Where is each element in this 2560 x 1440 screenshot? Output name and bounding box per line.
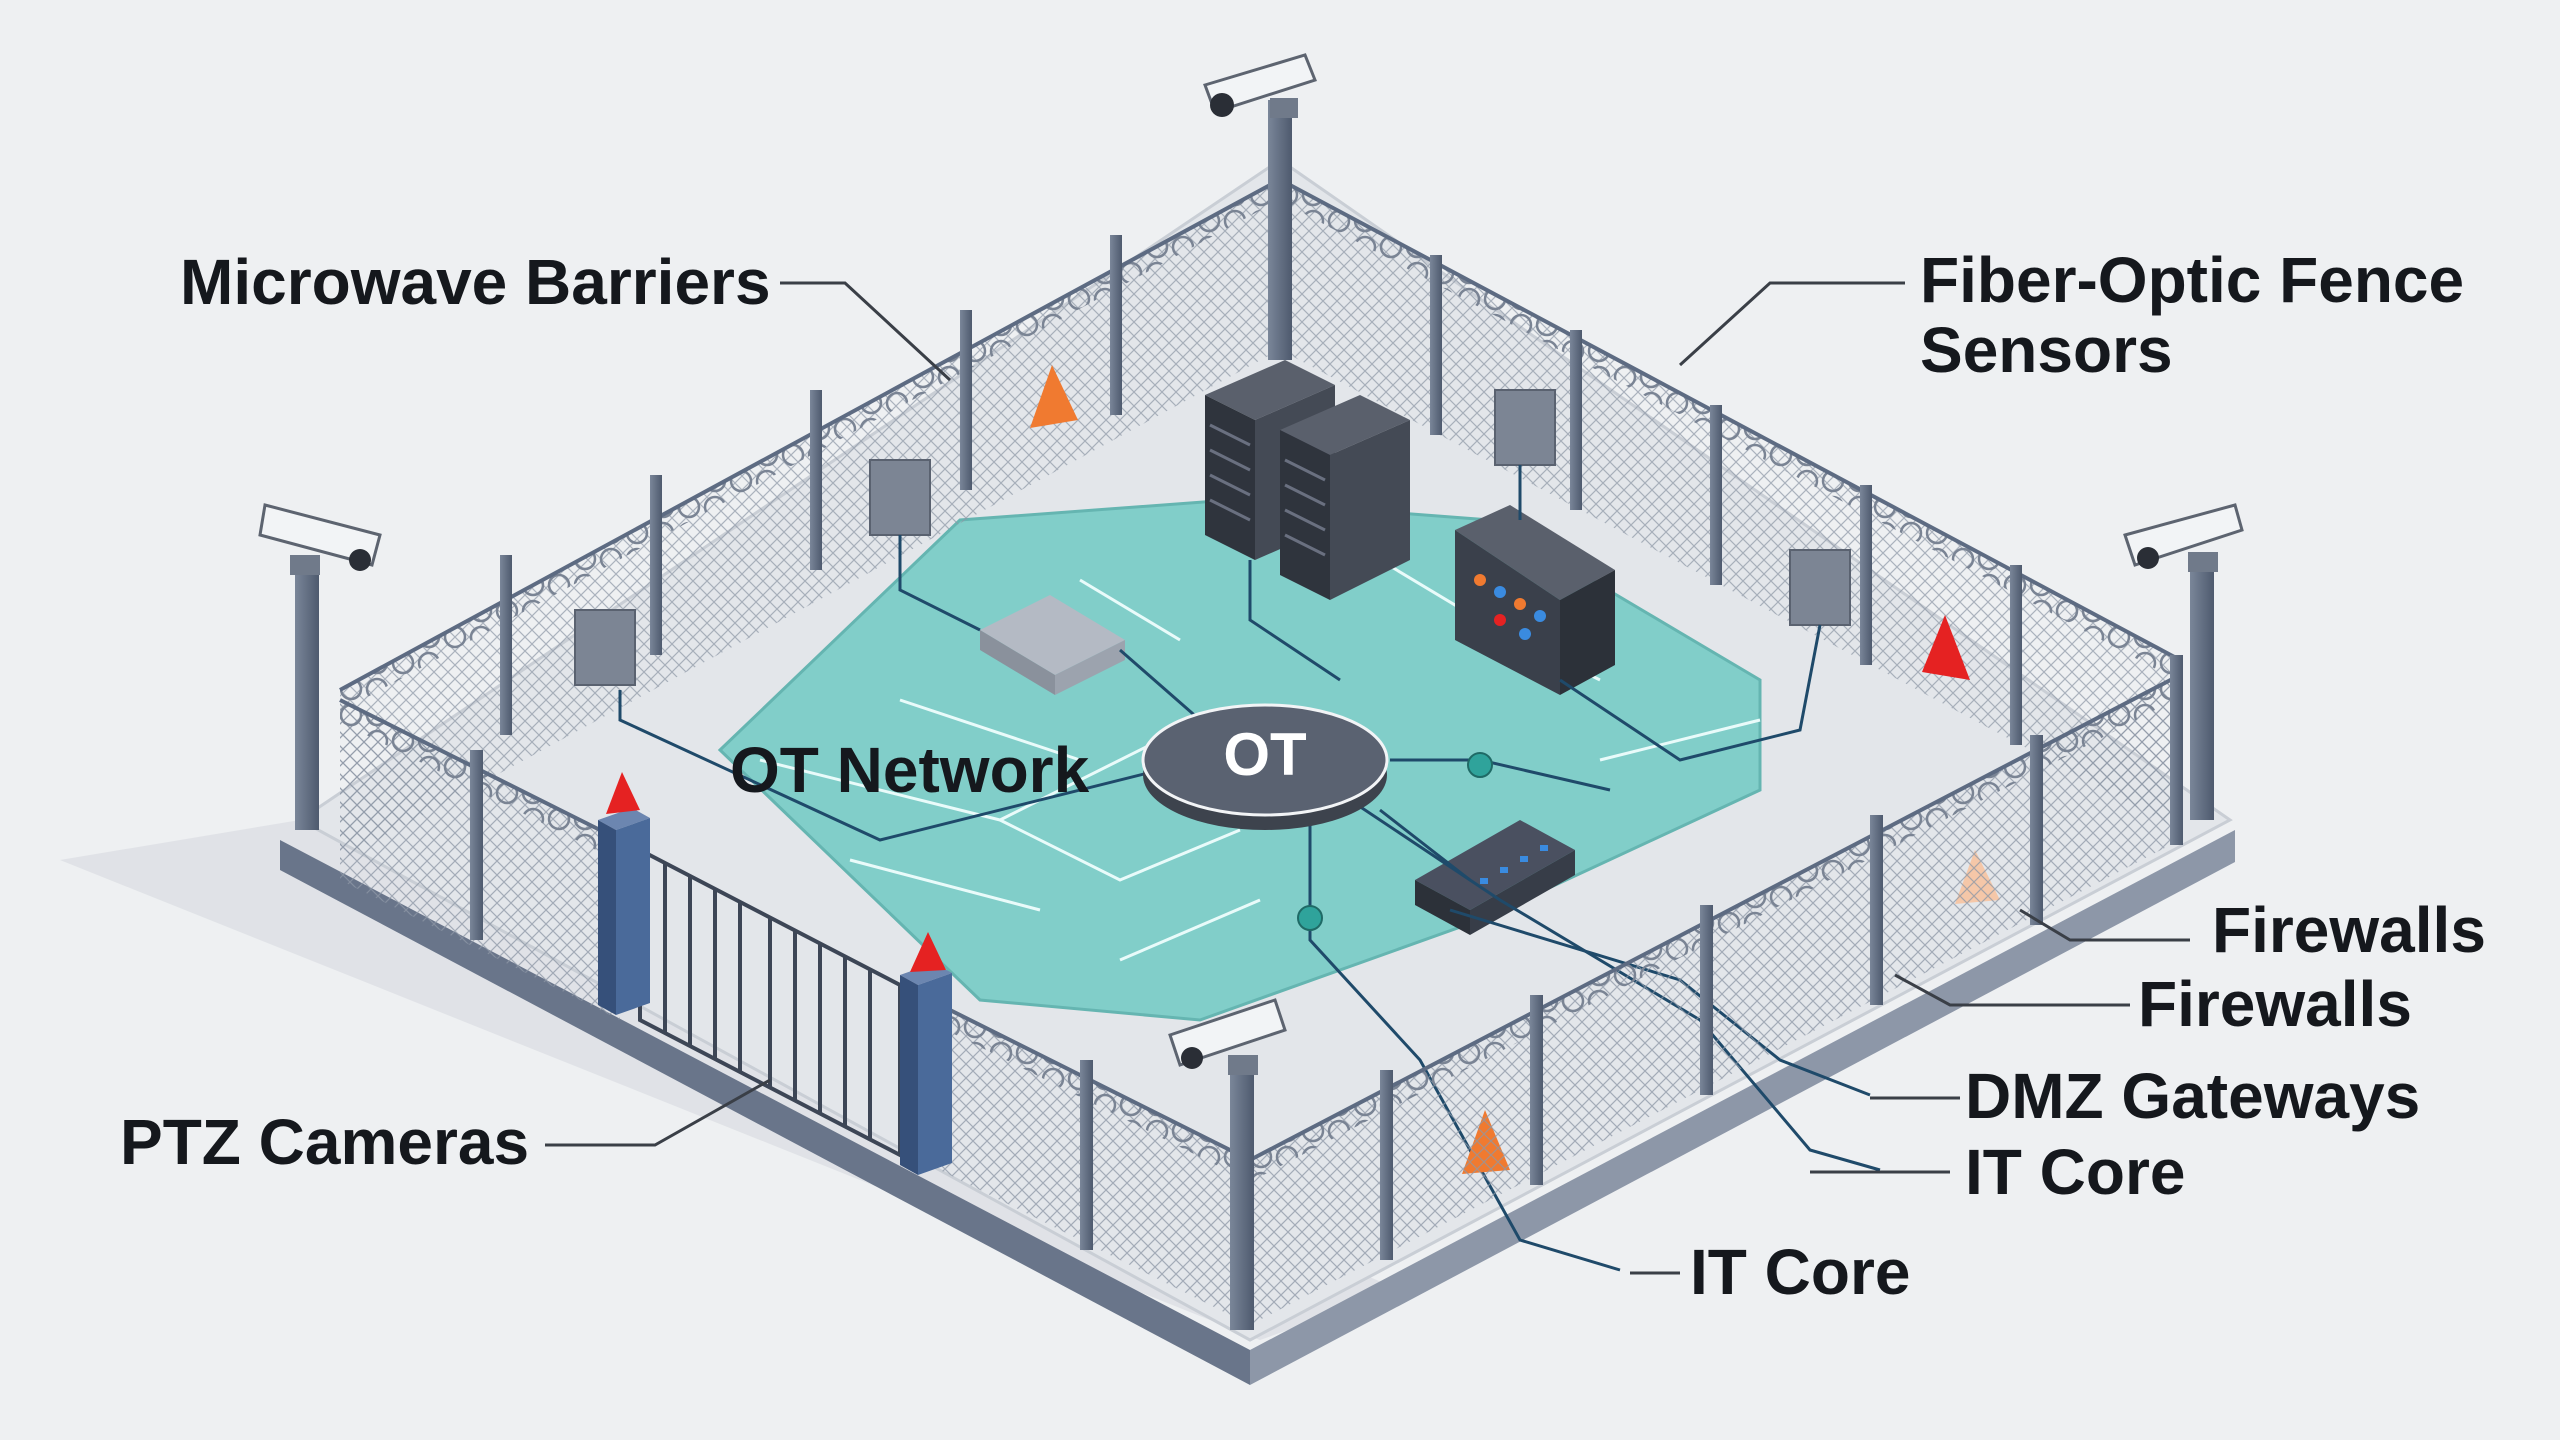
fence-front-right — [1249, 673, 2181, 1325]
camera-back — [1203, 53, 1317, 360]
control-panel — [1455, 505, 1615, 695]
base-slab-right — [1250, 830, 2235, 1385]
network-switch-left — [980, 595, 1125, 695]
camera-left — [258, 503, 382, 830]
label-firewalls-1: Firewalls — [2212, 894, 2486, 966]
base-slab-left — [280, 840, 1250, 1385]
label-it-core-1: IT Core — [1965, 1136, 2186, 1208]
label-firewalls-2: Firewalls — [2138, 968, 2412, 1040]
label-microwave-barriers: Microwave Barriers — [180, 246, 771, 318]
server-rack-2 — [1280, 395, 1410, 600]
label-fiber-optic-line1: Fiber-Optic Fence — [1920, 244, 2465, 316]
gate-pillar-left — [598, 772, 650, 1015]
back-fence-posts — [500, 235, 2022, 745]
camera-right — [2123, 503, 2244, 820]
label-ptz-cameras: PTZ Cameras — [120, 1106, 530, 1178]
label-ot-network: OT Network — [730, 734, 1090, 806]
label-fiber-optic-line2: Sensors — [1920, 314, 2173, 386]
front-fence-posts — [470, 655, 2183, 1260]
cable-nodes — [1297, 752, 1493, 931]
network-switch-right — [1415, 820, 1575, 935]
label-dmz-gateways: DMZ Gateways — [1965, 1060, 2421, 1132]
ot-hub — [1141, 703, 1389, 830]
leader-lines — [545, 281, 2190, 1275]
camera-front — [1168, 998, 1287, 1330]
label-it-core-2: IT Core — [1690, 1236, 1911, 1308]
sensor-boxes — [574, 389, 1851, 686]
ot-hub-label: OT — [1223, 721, 1306, 788]
gate-pillar-right — [900, 932, 952, 1175]
